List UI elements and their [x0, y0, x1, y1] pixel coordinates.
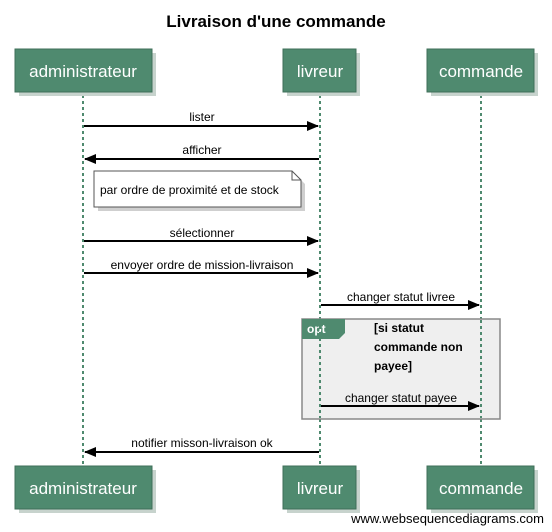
participant-commande-top: commande — [426, 48, 538, 96]
participant-label: administrateur — [29, 62, 137, 81]
message-envoyer-ordre: envoyer ordre de mission-livraison — [84, 258, 319, 278]
diagram-title: Livraison d'une commande — [166, 12, 385, 31]
message-changer-statut-livree: changer statut livree — [321, 290, 480, 310]
opt-label: opt — [307, 322, 326, 336]
participant-label: livreur — [297, 62, 344, 81]
message-lister: lister — [84, 110, 319, 131]
participant-livreur-bottom: livreur — [282, 465, 360, 513]
opt-condition-line-1: [si statut — [374, 321, 424, 335]
message-label: lister — [189, 110, 214, 124]
opt-condition-line-3: payee] — [374, 359, 412, 373]
message-label: sélectionner — [170, 226, 235, 240]
participant-commande-bottom: commande — [426, 465, 538, 513]
participant-label: commande — [439, 62, 523, 81]
message-label: changer statut livree — [347, 290, 455, 304]
message-changer-statut-payee: changer statut payee — [321, 391, 480, 411]
opt-tab — [302, 319, 345, 339]
message-label: afficher — [182, 143, 221, 157]
message-label: changer statut payee — [345, 391, 457, 405]
participant-livreur-top: livreur — [282, 48, 360, 96]
participant-label: commande — [439, 479, 523, 498]
note-proximite: par ordre de proximité et de stock — [93, 170, 305, 211]
participant-administrateur-top: administrateur — [14, 48, 156, 96]
participant-label: administrateur — [29, 479, 137, 498]
message-afficher: afficher — [84, 143, 319, 164]
watermark: www.websequencediagrams.com — [350, 511, 544, 526]
message-notifier: notifier misson-livraison ok — [84, 436, 319, 457]
participant-administrateur-bottom: administrateur — [14, 465, 156, 513]
message-label: notifier misson-livraison ok — [131, 436, 273, 450]
note-text: par ordre de proximité et de stock — [100, 183, 280, 197]
message-selectionner: sélectionner — [84, 226, 319, 246]
opt-condition-line-2: commande non — [374, 340, 463, 354]
message-label: envoyer ordre de mission-livraison — [111, 258, 294, 272]
opt-fragment: opt [si statut commande non payee] — [301, 318, 501, 420]
participant-label: livreur — [297, 479, 344, 498]
